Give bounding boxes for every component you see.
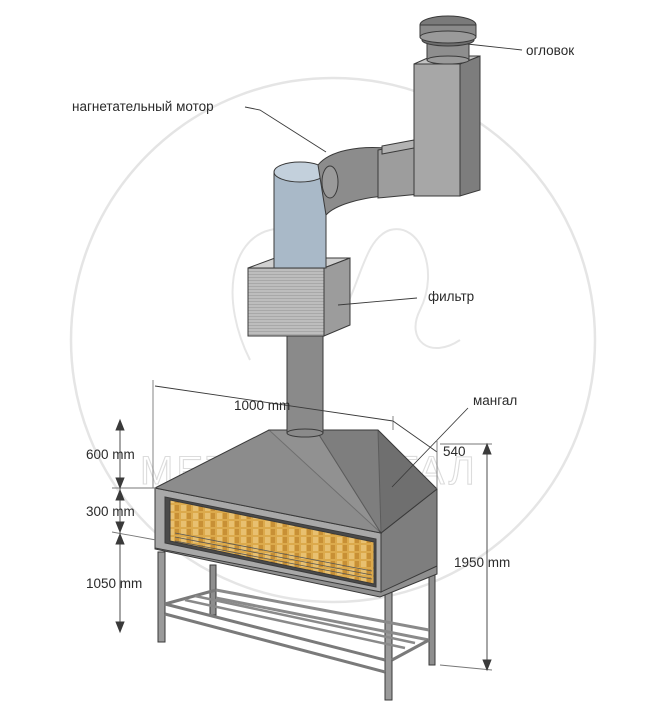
dim-stand-height: 1050 mm (86, 576, 142, 591)
chimney-pipe (286, 329, 324, 438)
dim-hood-height: 600 mm (86, 447, 135, 462)
upper-duct (377, 55, 481, 199)
chimney-cap (419, 15, 477, 65)
label-cap: огловок (526, 43, 574, 58)
filter-box (247, 257, 351, 337)
firebox (154, 487, 438, 598)
dim-width: 1000 mm (234, 398, 290, 413)
label-filter: фильтр (428, 289, 474, 304)
label-grill: мангал (473, 393, 517, 408)
stand (157, 551, 436, 701)
label-motor: нагнетательный мотор (72, 99, 214, 114)
watermark-circle (69, 76, 597, 604)
dimension-lines (111, 380, 493, 672)
motor-pipe (273, 147, 386, 269)
dim-depth: 540 (443, 444, 466, 459)
dim-firebox-height: 300 mm (86, 504, 135, 519)
dim-total-height: 1950 mm (454, 555, 510, 570)
